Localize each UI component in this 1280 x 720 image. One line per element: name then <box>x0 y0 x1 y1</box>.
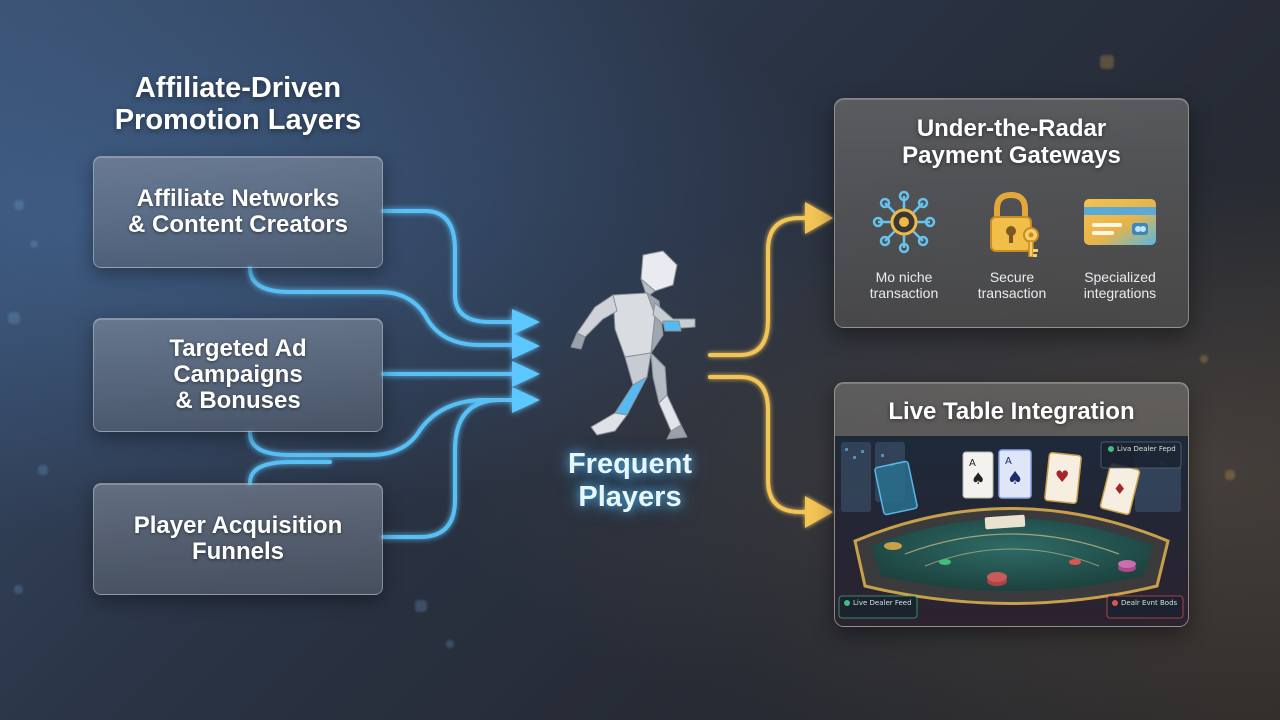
feed-label-left: Live Dealer Feed <box>853 599 912 607</box>
flow-line-funnel-2 <box>381 398 522 539</box>
flow-line-affiliate <box>381 209 522 324</box>
live-table-illustration: A ♠ A ♠ ♥ ♦ <box>835 436 1188 626</box>
gateway-label: Specialized integrations <box>1083 269 1157 301</box>
svg-text:♠: ♠ <box>1007 468 1023 489</box>
bokeh-light <box>415 600 427 612</box>
svg-text:♥: ♥ <box>1055 467 1069 486</box>
box-label: Targeted Ad Campaigns & Bonuses <box>169 335 307 414</box>
flow-line-ads-2 <box>248 398 522 457</box>
payment-gateways-title: Under-the-Radar Payment Gateways <box>902 115 1121 169</box>
flow-line-live <box>708 375 812 514</box>
box-label: Player Acquisition Funnels <box>133 512 343 565</box>
network-hub-icon <box>872 190 936 254</box>
bokeh-light <box>14 200 24 210</box>
bokeh-light <box>30 240 38 248</box>
gateway-label: Mo niche transaction <box>869 269 939 301</box>
box-label: Affiliate Networks & Content Creators <box>127 185 349 238</box>
bokeh-light <box>1100 55 1114 69</box>
payment-gateways-panel: Under-the-Radar Payment Gateways Mo nich… <box>834 98 1189 328</box>
flow-line-gateways <box>708 216 812 357</box>
bokeh-light <box>1225 470 1235 480</box>
box-affiliate-networks: Affiliate Networks & Content Creators <box>93 156 383 268</box>
box-acquisition-funnels: Player Acquisition Funnels <box>93 483 383 595</box>
bokeh-light <box>1200 355 1208 363</box>
credit-card-icon <box>1084 199 1156 245</box>
flow-line-affiliate-2 <box>248 266 522 347</box>
feed-label-top: Liva Dealer Fepd <box>1117 445 1176 453</box>
promotion-layers-title: Affiliate-Driven Promotion Layers <box>114 72 362 136</box>
arrowhead <box>512 333 540 359</box>
gateway-item-secure: Secure transaction <box>957 187 1067 301</box>
padlock-key-icon <box>990 191 1039 257</box>
frequent-players-label: Frequent Players <box>567 448 693 513</box>
gateway-item-niche: Mo niche transaction <box>849 187 959 301</box>
arrowhead <box>512 387 540 413</box>
arrowhead <box>512 361 540 387</box>
feed-label-right: Dealr Evnt Bods <box>1121 599 1178 607</box>
svg-text:A: A <box>969 458 976 469</box>
svg-text:♠: ♠ <box>971 469 985 488</box>
arrowhead <box>805 202 833 234</box>
bokeh-light <box>8 312 20 324</box>
svg-text:A: A <box>1005 456 1012 467</box>
running-person-icon <box>570 250 696 440</box>
live-table-title: Live Table Integration <box>888 398 1135 425</box>
flow-line-funnel <box>248 460 332 485</box>
svg-text:♦: ♦ <box>1113 480 1126 498</box>
arrowhead <box>512 309 540 335</box>
gateway-label: Secure transaction <box>977 269 1047 301</box>
bokeh-light <box>14 585 23 594</box>
arrowhead <box>805 496 833 528</box>
bokeh-light <box>446 640 454 648</box>
box-targeted-ads: Targeted Ad Campaigns & Bonuses <box>93 318 383 432</box>
live-table-panel: Live Table Integration <box>834 382 1189 627</box>
bokeh-light <box>38 465 48 475</box>
gateway-item-specialized: Specialized integrations <box>1065 187 1175 301</box>
